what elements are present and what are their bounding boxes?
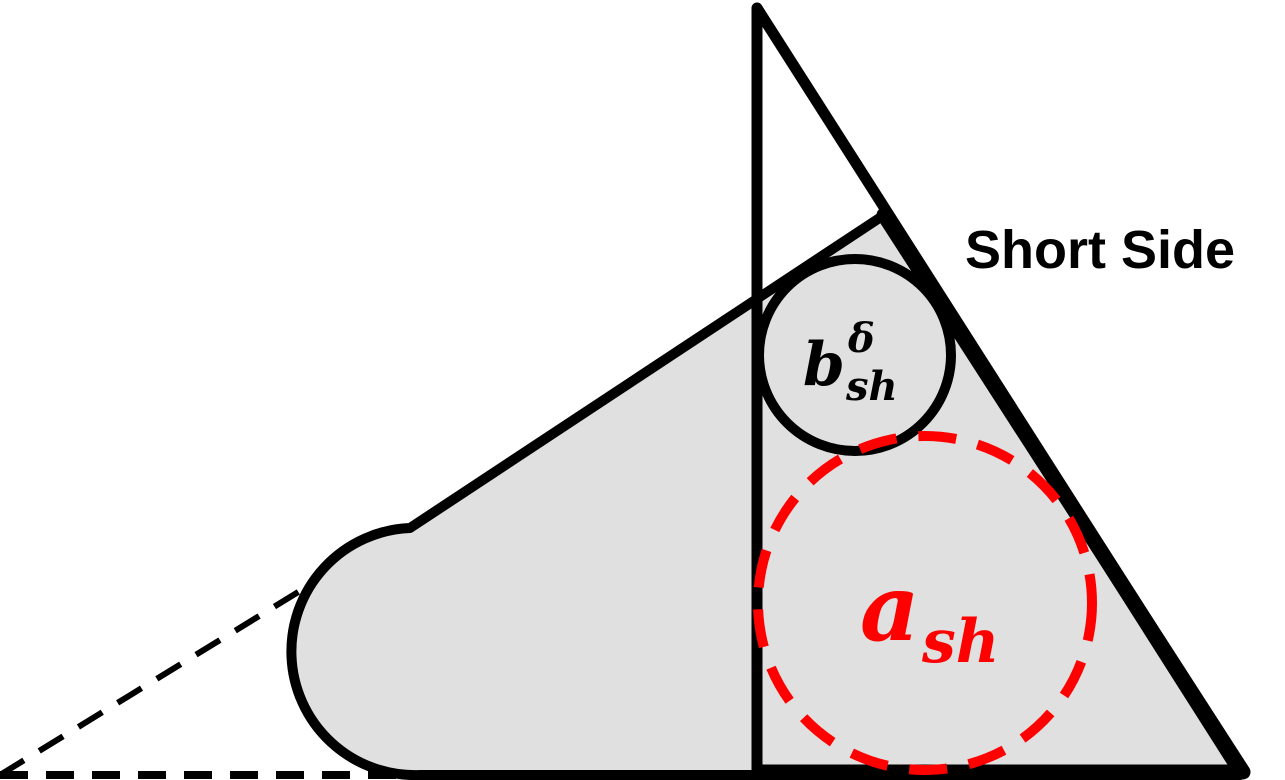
- circle-b: [754, 254, 956, 456]
- label-a-subscript: sh: [921, 607, 999, 677]
- dashed-extension-line: [0, 545, 372, 778]
- label-b-subscript: sh: [845, 363, 898, 410]
- shaded-region: [286, 210, 1245, 780]
- label-b-superscript: δ: [847, 315, 875, 362]
- label-b-sh-delta: b δ sh: [803, 315, 898, 410]
- short-side-label: Short Side: [965, 220, 1235, 280]
- circle-a: [753, 431, 1097, 775]
- label-a-base: a: [860, 554, 920, 662]
- label-a-sh: a sh: [860, 554, 999, 677]
- label-b-base: b: [803, 330, 845, 400]
